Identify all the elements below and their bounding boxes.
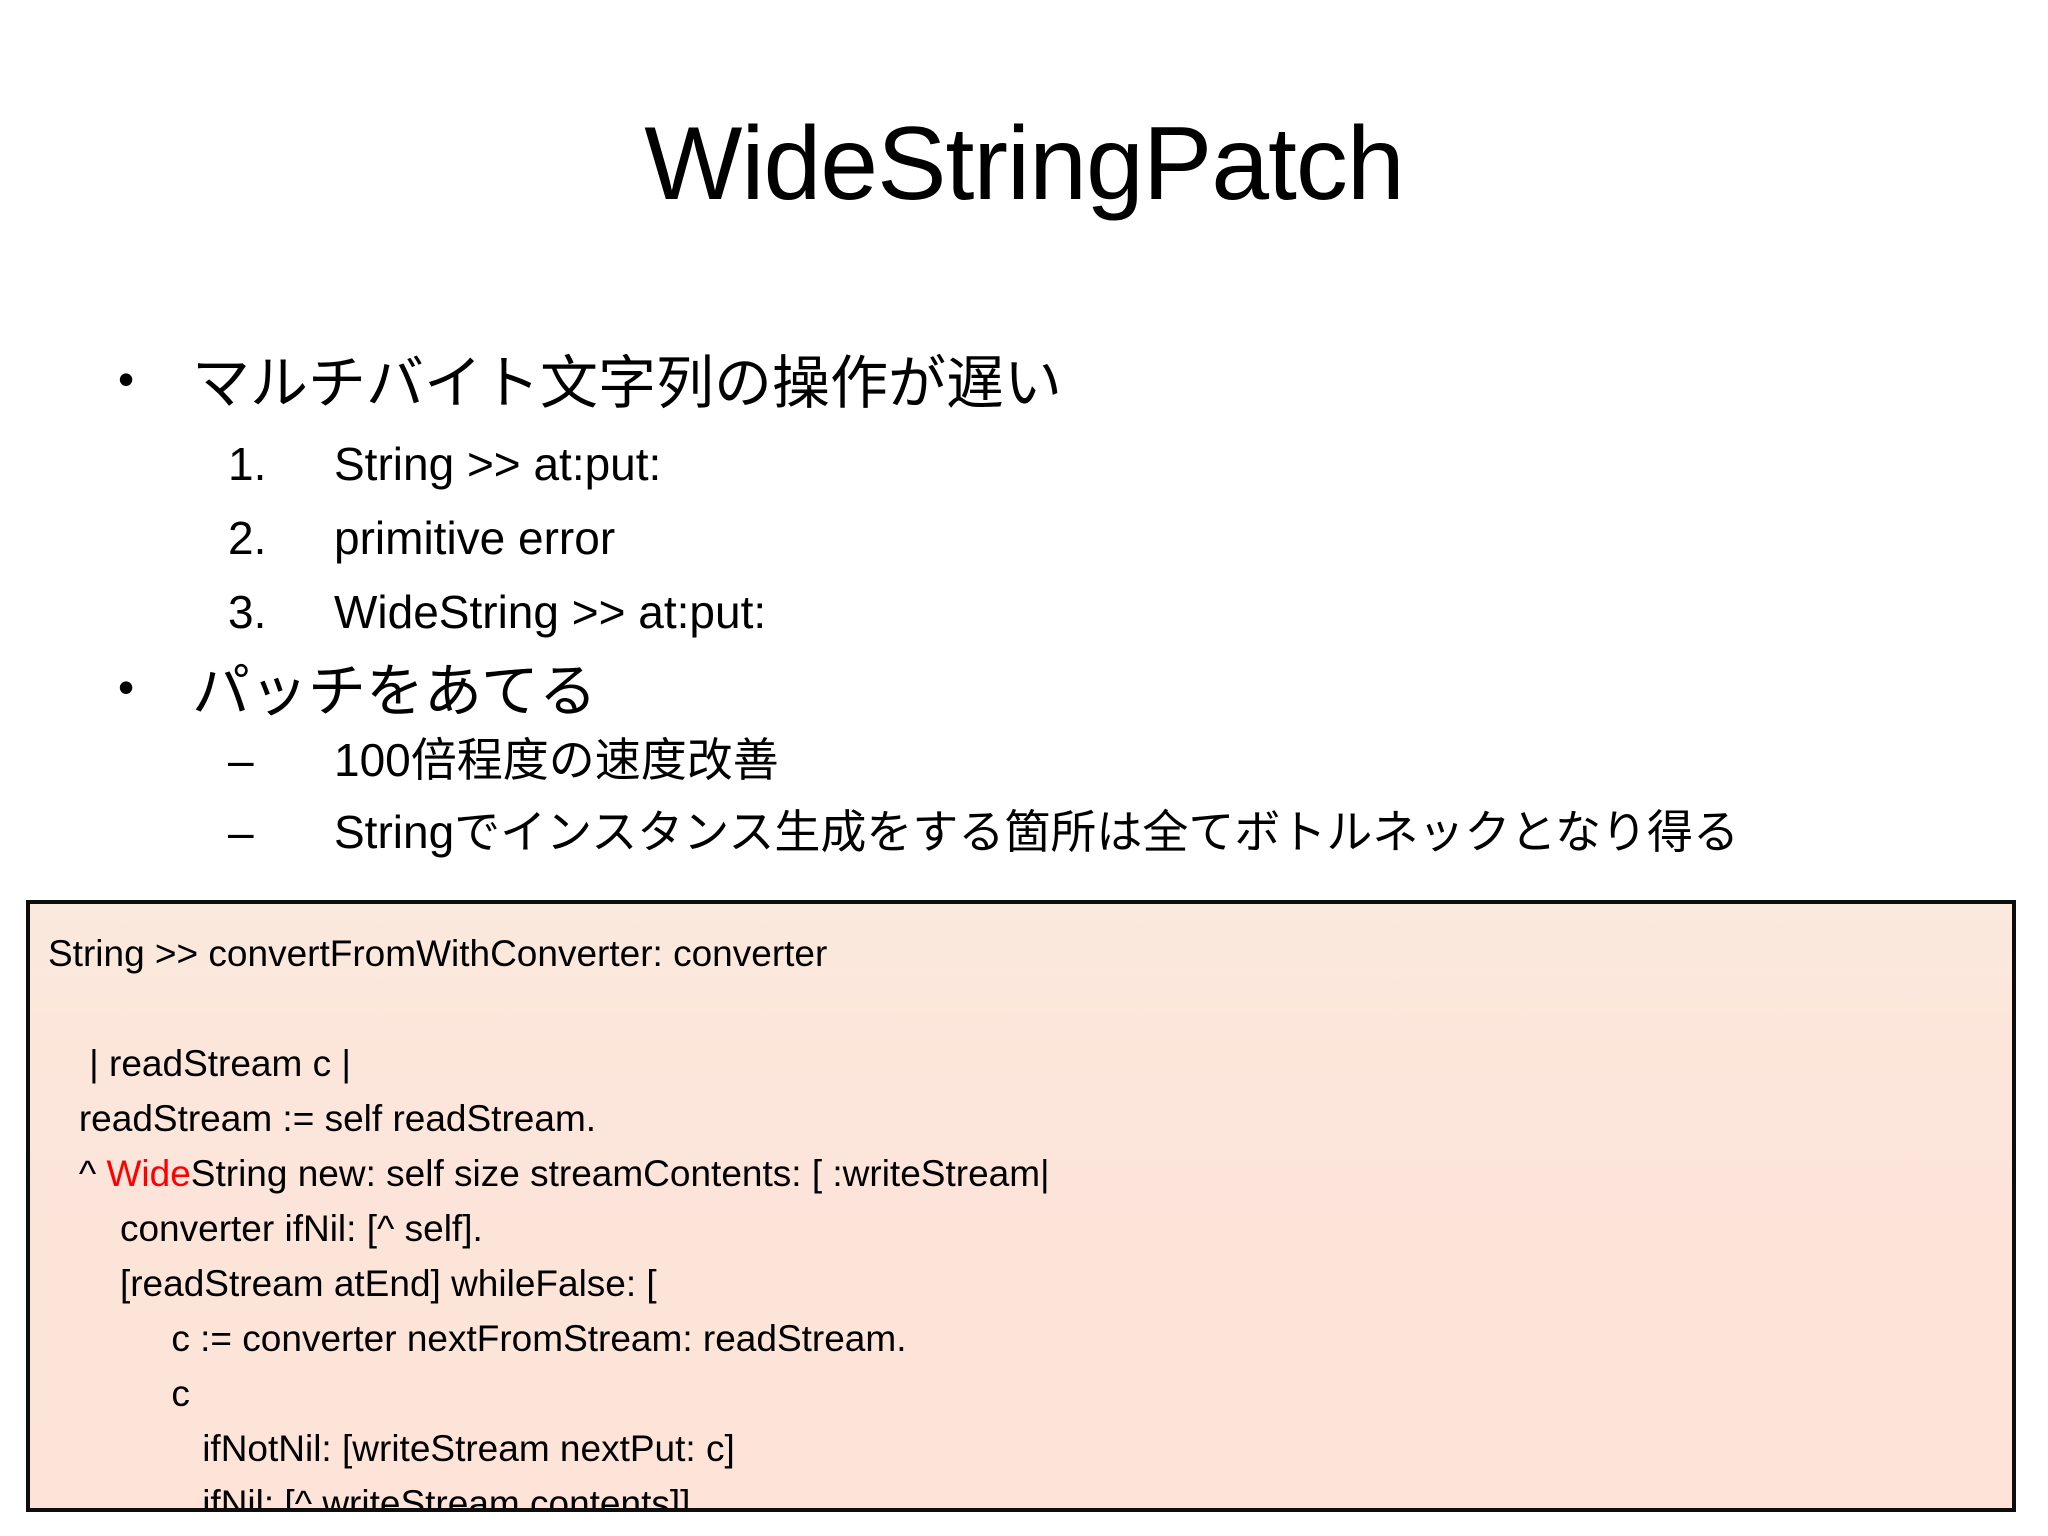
code-highlight: Wide	[106, 1153, 191, 1194]
list-item-label: マルチバイト文字列の操作が遅い	[192, 351, 1063, 416]
list-item: • パッチをあてる	[0, 663, 2048, 721]
list-item: 3. WideString >> at:put:	[0, 589, 2048, 635]
code-line: readStream := self readStream.	[48, 1098, 597, 1139]
code-text: String new: self size streamContents: [ …	[190, 1153, 1050, 1194]
bullet-outline: • マルチバイト文字列の操作が遅い 1. String >> at:put: 2…	[0, 355, 2048, 881]
code-line: [readStream atEnd] whileFalse: [	[48, 1263, 657, 1304]
code-text: ^	[48, 1153, 107, 1194]
bullet-marker-icon: •	[118, 661, 135, 713]
code-line	[48, 981, 2012, 1036]
code-block-content: String >> convertFromWithConverter: conv…	[30, 904, 2012, 1512]
ordered-marker: 3.	[228, 586, 267, 638]
list-item-label: primitive error	[334, 512, 616, 564]
list-item-label: 100倍程度の速度改善	[334, 734, 779, 786]
code-line: c	[48, 1373, 190, 1414]
code-block: String >> convertFromWithConverter: conv…	[26, 900, 2016, 1512]
list-item-label: WideString >> at:put:	[334, 586, 767, 638]
list-item: 2. primitive error	[0, 515, 2048, 561]
bullet-marker-icon: •	[118, 353, 135, 405]
code-line: c := converter nextFromStream: readStrea…	[48, 1318, 907, 1359]
list-item-label: String >> at:put:	[334, 438, 662, 490]
dash-marker-icon: –	[228, 806, 254, 858]
list-item: • マルチバイト文字列の操作が遅い	[0, 355, 2048, 413]
page-title: WideStringPatch	[644, 106, 1405, 222]
ordered-marker: 2.	[228, 512, 267, 564]
code-line: ifNotNil: [writeStream nextPut: c]	[48, 1428, 735, 1469]
code-line: | readStream c |	[48, 1043, 351, 1084]
dash-marker-icon: –	[228, 734, 254, 786]
code-line: converter ifNil: [^ self].	[48, 1208, 483, 1249]
code-line: String >> convertFromWithConverter: conv…	[48, 933, 828, 974]
list-item-label: Stringでインスタンス生成をする箇所は全てボトルネックとなり得る	[334, 806, 1739, 858]
list-item: – Stringでインスタンス生成をする箇所は全てボトルネックとなり得る	[0, 809, 2048, 855]
code-line: ifNil: [^ writeStream contents]].	[48, 1483, 701, 1512]
code-line: ^ WideString new: self size streamConten…	[48, 1146, 2012, 1201]
list-item: – 100倍程度の速度改善	[0, 737, 2048, 783]
ordered-marker: 1.	[228, 438, 267, 490]
list-item-label: パッチをあてる	[192, 659, 597, 724]
list-item: 1. String >> at:put:	[0, 441, 2048, 487]
